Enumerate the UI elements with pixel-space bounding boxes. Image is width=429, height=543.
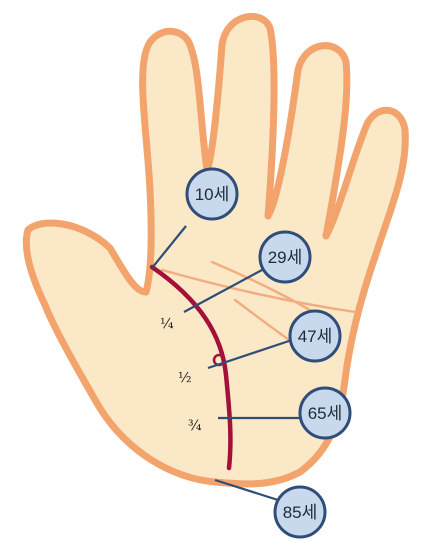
age-marker-65: 65세 xyxy=(298,386,352,440)
leader-29 xyxy=(183,269,263,313)
age-marker-10: 10세 xyxy=(185,167,239,221)
age-label-47: 47세 xyxy=(298,327,333,346)
fraction-half: ½ xyxy=(178,370,192,386)
age-label-65: 65세 xyxy=(308,404,343,423)
age-marker-85: 85세 xyxy=(273,485,327,539)
leader-47 xyxy=(207,338,293,370)
age-marker-47: 47세 xyxy=(288,309,342,363)
head-line xyxy=(160,268,357,314)
age-label-85: 85세 xyxy=(283,503,318,522)
fraction-three-quarters: ¾ xyxy=(188,418,202,434)
fate-line xyxy=(233,298,294,344)
fraction-quarter: ¼ xyxy=(160,316,174,332)
hand-outline xyxy=(22,12,409,488)
life-line xyxy=(149,264,233,471)
leader-10 xyxy=(151,225,187,269)
age-label-29: 29세 xyxy=(268,248,303,267)
leader-85 xyxy=(214,478,279,502)
age-marker-29: 29세 xyxy=(258,230,312,284)
age-label-10: 10세 xyxy=(195,185,230,204)
